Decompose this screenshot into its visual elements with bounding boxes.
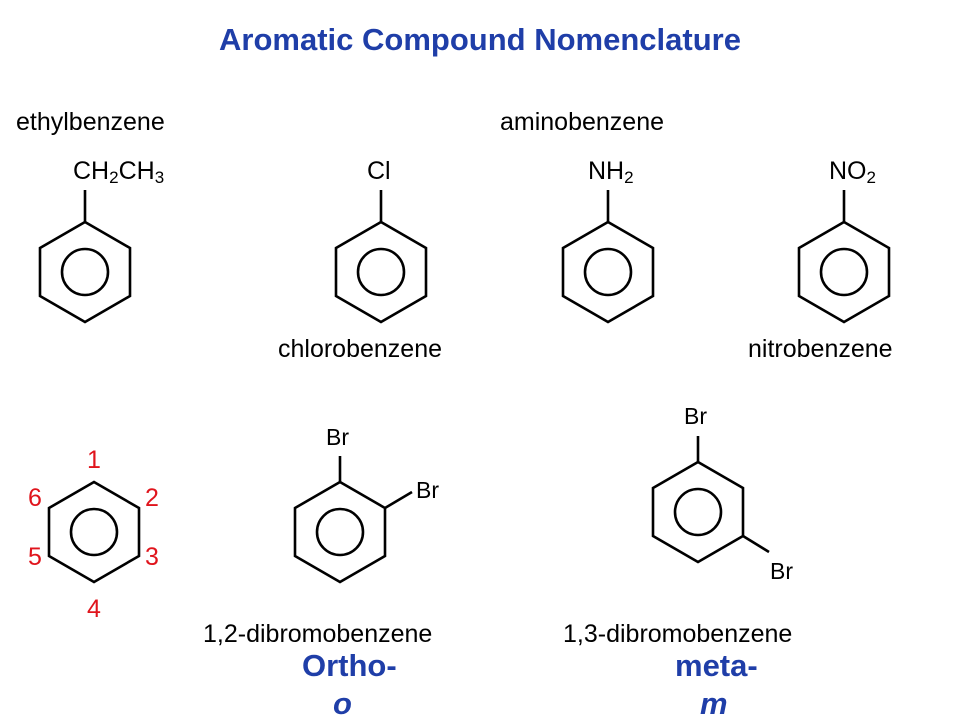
ethyl-subscript-2: 3: [154, 168, 165, 187]
aminobenzene-ring: [561, 220, 655, 324]
aminobenzene-structure: [561, 190, 655, 324]
amino-nh-text: NH: [588, 157, 625, 185]
chlorobenzene-label: chlorobenzene: [278, 335, 443, 363]
nitrobenzene-label: nitrobenzene: [748, 335, 893, 363]
aminobenzene-label: aminobenzene: [500, 108, 665, 136]
chlorobenzene-ring: [334, 220, 428, 324]
ortho-br-1: Br: [326, 424, 349, 450]
page-title: Aromatic Compound Nomenclature: [219, 22, 741, 57]
ortho-br-2: Br: [416, 477, 439, 503]
position-number-5: 5: [28, 543, 42, 571]
chlorobenzene-aromatic-circle: [356, 247, 406, 297]
ethylbenzene-aromatic-circle: [60, 247, 110, 297]
amino-group-label: NH2: [588, 157, 634, 187]
meta-aromatic-circle: [673, 487, 723, 537]
ortho-abbreviation: o: [333, 686, 352, 721]
numbered-benzene-structure: [47, 480, 141, 584]
nitro-subscript: 2: [866, 168, 876, 187]
ethyl-ch-text-2: CH: [118, 157, 155, 185]
nitro-no-text: NO: [829, 157, 867, 185]
ethyl-subscript-1: 2: [109, 168, 119, 187]
meta-br-1: Br: [684, 403, 707, 429]
ortho-ring: [293, 480, 387, 584]
meta-br-3: Br: [770, 558, 793, 584]
ethylbenzene-structure: [38, 190, 132, 324]
chlorobenzene-structure: [334, 190, 428, 324]
nitrobenzene-ring: [797, 220, 891, 324]
ortho-aromatic-circle: [315, 507, 365, 557]
meta-ring: [651, 460, 745, 564]
nitro-group-label: NO2: [829, 157, 876, 187]
meta-compound-name: 1,3-dibromobenzene: [563, 620, 793, 648]
ortho-structure: [293, 456, 413, 584]
chloro-group-label: Cl: [367, 157, 391, 185]
ortho-bond-2: [384, 490, 413, 510]
numbered-benzene-aromatic-circle: [69, 507, 119, 557]
ethyl-group-label: CH2CH3: [73, 157, 165, 187]
amino-subscript: 2: [624, 168, 634, 187]
position-number-6: 6: [28, 484, 42, 512]
nitrobenzene-structure: [797, 190, 891, 324]
meta-prefix: meta-: [675, 648, 758, 683]
aminobenzene-aromatic-circle: [583, 247, 633, 297]
meta-abbreviation: m: [700, 686, 728, 721]
meta-bond-3: [742, 534, 770, 554]
ortho-prefix: Ortho-: [302, 648, 397, 683]
ortho-compound-name: 1,2-dibromobenzene: [203, 620, 433, 648]
meta-structure: [651, 436, 770, 564]
position-number-3: 3: [145, 543, 159, 571]
ethyl-ch-text: CH: [73, 157, 110, 185]
numbered-benzene-ring: [47, 480, 141, 584]
nitrobenzene-aromatic-circle: [819, 247, 869, 297]
ethylbenzene-label: ethylbenzene: [16, 108, 165, 136]
position-number-4: 4: [87, 595, 101, 623]
position-number-2: 2: [145, 484, 159, 512]
position-number-1: 1: [87, 446, 101, 474]
ethylbenzene-ring: [38, 220, 132, 324]
